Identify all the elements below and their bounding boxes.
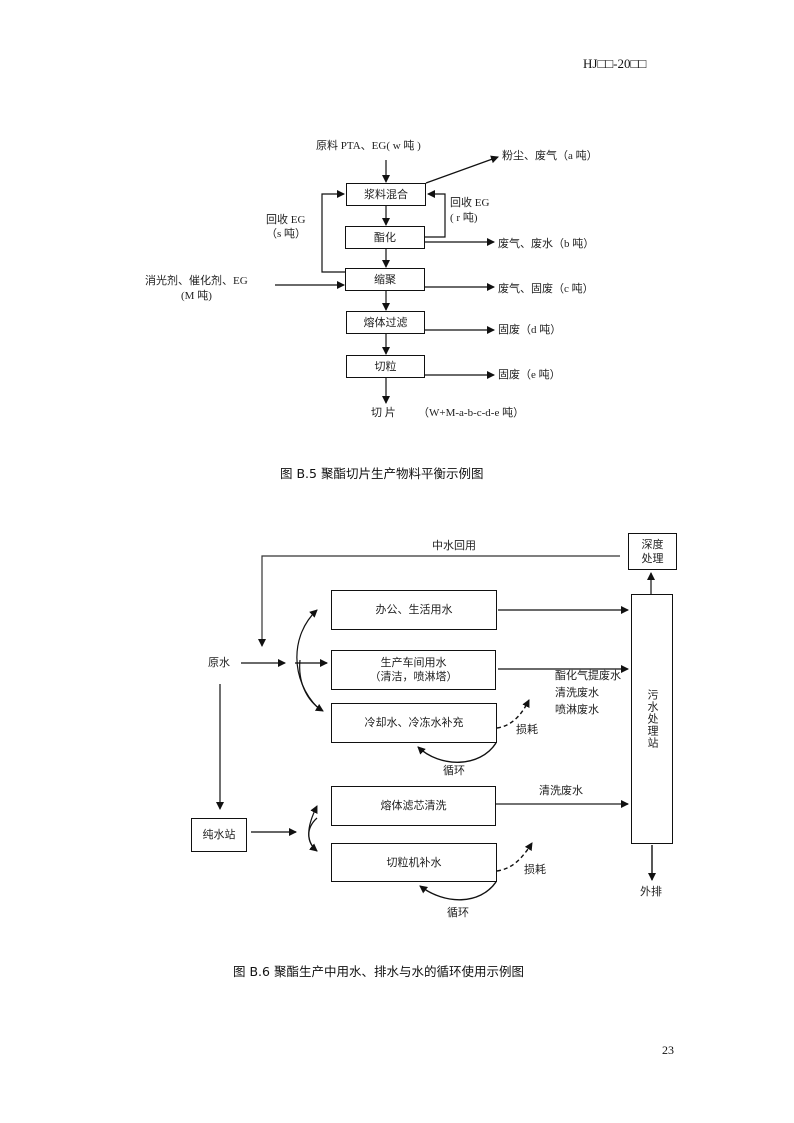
product-formula-label: （W+M-a-b-c-d-e 吨） xyxy=(418,407,525,419)
wastewater-type-2: 清洗废水 xyxy=(555,687,599,699)
curve-arrow-to-filter-cleaning xyxy=(308,805,318,852)
curve-arrow-to-cooling xyxy=(299,659,324,712)
deep-treatment-label-2: 处理 xyxy=(641,552,664,565)
additives-label-2: (M 吨) xyxy=(181,290,212,302)
office-water-box: 办公、生活用水 xyxy=(331,590,497,630)
recycle-r-label-2: ( r 吨) xyxy=(450,212,478,224)
discharge-label: 外排 xyxy=(640,886,662,898)
wastewater-type-1: 酯化气提废水 xyxy=(555,670,621,682)
process-step-esterification: 酯化 xyxy=(345,226,425,249)
process-step-melt-filtration: 熔体过滤 xyxy=(346,311,425,334)
cycle-label-1: 循环 xyxy=(443,765,465,777)
figure-b5-caption: 图 B.5 聚酯切片生产物料平衡示例图 xyxy=(280,466,484,481)
dashed-arrow-loss-2 xyxy=(496,842,533,872)
raw-material-input-label: 原料 PTA、EG( w 吨 ) xyxy=(316,140,421,152)
output-c-label: 废气、固废（c 吨） xyxy=(498,283,594,295)
output-b-label: 废气、废水（b 吨） xyxy=(498,238,595,250)
arrow-cycle-2 xyxy=(419,881,497,901)
arrow-recycle-r xyxy=(425,190,446,238)
cooling-water-box: 冷却水、冷冻水补充 xyxy=(331,703,497,743)
workshop-water-label-2: （清洁，喷淋塔） xyxy=(369,671,458,683)
curve-arrow-to-office xyxy=(296,609,319,709)
wastewater-station-label: 污水处理站 xyxy=(646,689,658,749)
deep-treatment-box: 深度 处理 xyxy=(628,533,677,570)
melt-filter-cleaning-box: 熔体滤芯清洗 xyxy=(331,786,496,826)
reclaimed-water-label: 中水回用 xyxy=(432,540,476,552)
pelletizer-water-box: 切粒机补水 xyxy=(331,843,497,882)
page-number: 23 xyxy=(662,1043,674,1057)
product-chips-label: 切 片 xyxy=(371,407,396,419)
document-code: HJ□□-20□□ xyxy=(583,56,647,71)
loss-label-2: 损耗 xyxy=(524,864,546,876)
recycle-s-label-2: （s 吨） xyxy=(266,228,307,240)
workshop-water-label-1: 生产车间用水 xyxy=(380,657,447,669)
deep-treatment-label-1: 深度 xyxy=(641,538,664,551)
dashed-arrow-loss-1 xyxy=(496,699,530,729)
wastewater-type-3: 喷淋废水 xyxy=(555,704,599,716)
output-e-label: 固废（e 吨） xyxy=(498,369,561,381)
additives-label-1: 消光剂、催化剂、EG xyxy=(145,275,248,287)
cycle-label-2: 循环 xyxy=(447,907,469,919)
process-step-pelletizing: 切粒 xyxy=(346,355,425,378)
recycle-r-label-1: 回收 EG xyxy=(450,197,490,209)
output-a-label: 粉尘、废气（a 吨） xyxy=(502,150,598,162)
arrow-cycle-1 xyxy=(417,742,497,763)
arrow-recycle-s xyxy=(321,190,345,273)
wastewater-treatment-station: 污水处理站 xyxy=(631,594,673,844)
output-d-label: 固废（d 吨） xyxy=(498,324,562,336)
figure-b6-caption: 图 B.6 聚酯生产中用水、排水与水的循环使用示例图 xyxy=(233,964,524,979)
workshop-water-box: 生产车间用水 （清洁，喷淋塔） xyxy=(331,650,496,690)
process-step-polycondensation: 缩聚 xyxy=(345,268,425,291)
loss-label-1: 损耗 xyxy=(516,724,538,736)
process-step-slurry-mixing: 浆料混合 xyxy=(346,183,426,206)
recycle-s-label-1: 回收 EG xyxy=(266,214,306,226)
raw-water-label: 原水 xyxy=(208,657,230,669)
arrow-reclaimed-water xyxy=(258,555,620,647)
arrow-dust-exhaust xyxy=(425,155,499,184)
pure-water-station-box: 纯水站 xyxy=(191,818,247,852)
cleaning-wastewater-label: 清洗废水 xyxy=(539,785,583,797)
